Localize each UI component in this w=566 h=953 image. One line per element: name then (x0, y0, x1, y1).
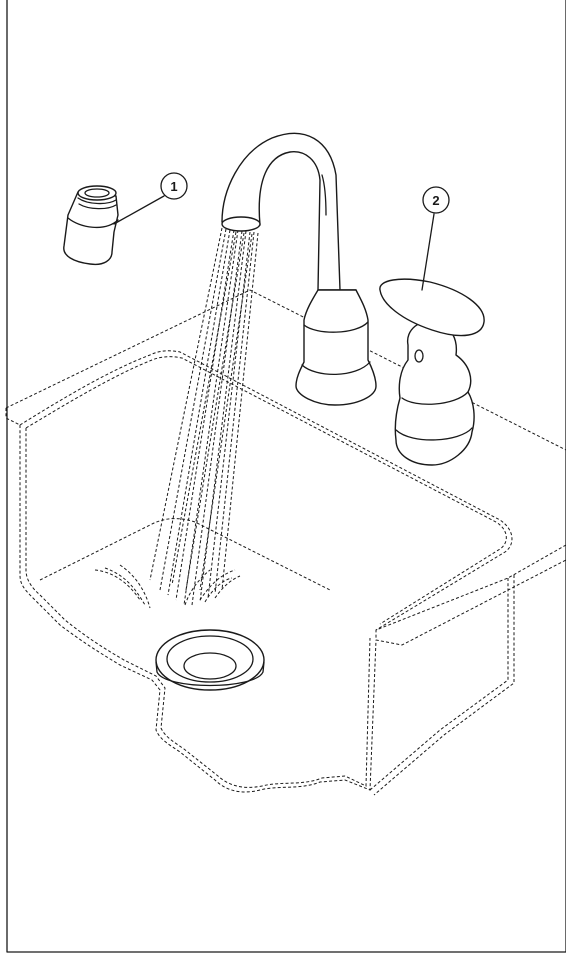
callout-2-circle (422, 186, 450, 214)
water-splash (94, 564, 241, 609)
aerator-band (67, 217, 119, 228)
aerator-body (63, 191, 119, 266)
callout-2-leader (421, 213, 435, 291)
page-border (6, 0, 566, 953)
aerator-top-opening (84, 188, 110, 198)
water-stream (149, 227, 259, 606)
countertop-front-right (375, 544, 566, 646)
handle-body (394, 320, 475, 466)
basin-left-inner-wall (25, 428, 371, 788)
aerator-thread-2 (78, 203, 117, 210)
callout-1-leader (113, 195, 165, 225)
basin-right-wall (369, 578, 509, 791)
callout-1-label: 1 (170, 179, 177, 194)
faucet-handle (379, 278, 485, 466)
aerator-top-thread (77, 185, 117, 201)
handle-band-2 (395, 427, 473, 441)
drain (155, 629, 265, 691)
handle-band-1 (401, 391, 469, 405)
sink (5, 289, 566, 796)
spout-base-band-1 (303, 321, 369, 333)
callout-1: 1 (160, 172, 188, 200)
drain-outer-ring (155, 629, 265, 691)
spout-outlet (221, 216, 261, 232)
spout-base-band-2 (301, 361, 371, 376)
spout-highlight (321, 174, 327, 216)
countertop-front-left (5, 408, 21, 426)
callout-2-label: 2 (432, 193, 439, 208)
aerator-part (63, 185, 119, 266)
basin-floor-left (39, 518, 331, 591)
drain-inner-ring (166, 635, 254, 683)
spout-base (295, 289, 377, 406)
faucet-spout (221, 132, 377, 406)
handle-indicator (414, 349, 424, 363)
aerator-thread-1 (77, 197, 117, 205)
basin-right-wall-2 (373, 575, 515, 796)
drain-opening (183, 652, 237, 680)
basin-inner-rim (19, 350, 513, 631)
callout-2: 2 (422, 186, 450, 214)
basin-inner-rim-2 (25, 356, 507, 625)
callout-1-circle (160, 172, 188, 200)
handle-lever (379, 278, 485, 337)
basin-left-outer-wall (19, 425, 377, 793)
drain-flange (155, 661, 265, 687)
